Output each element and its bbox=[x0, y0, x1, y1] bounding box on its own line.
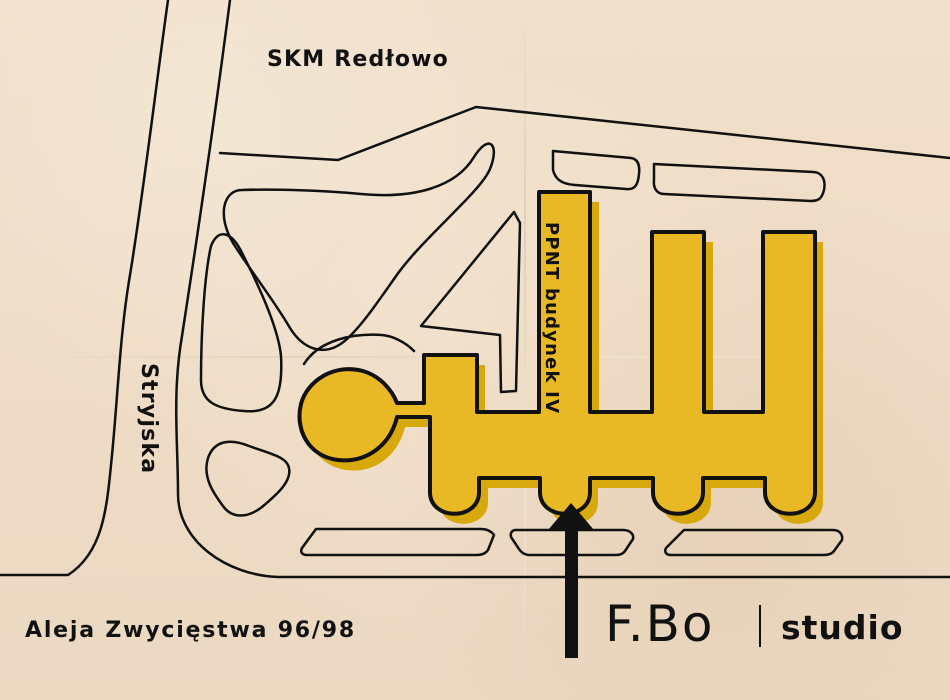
left-main-road-edge bbox=[0, 0, 170, 577]
ppnt-building-iv-shape bbox=[297, 190, 817, 516]
site-outlines bbox=[199, 142, 844, 557]
entrance-arrow-icon bbox=[548, 503, 594, 658]
station-label: SKM Redłowo bbox=[267, 47, 449, 72]
street-label-stryjska: Stryjska bbox=[136, 363, 161, 474]
building-label: PPNT budynek IV bbox=[541, 222, 562, 414]
brand-logo-studio: studio bbox=[781, 608, 904, 647]
bottom-parking-left-outline bbox=[299, 527, 496, 557]
left-service-road-edge bbox=[174, 0, 950, 579]
small-left-plot-outline bbox=[205, 440, 291, 517]
upper-road-edge bbox=[218, 105, 950, 162]
central-diagonal-plot-outline bbox=[419, 210, 522, 394]
address-text: Aleja Zwycięstwa 96/98 bbox=[25, 618, 356, 643]
brand-divider bbox=[759, 605, 761, 647]
roundabout-inner-arc bbox=[302, 333, 416, 366]
bottom-parking-right-outline bbox=[663, 528, 844, 557]
top-parking-large-outline bbox=[652, 162, 826, 203]
brand-logo-fbo: F.Bo bbox=[605, 595, 715, 653]
road-lines bbox=[0, 0, 950, 579]
central-curved-plot-outline bbox=[222, 142, 495, 351]
top-parking-small-outline bbox=[551, 149, 641, 191]
left-curved-plot-outline bbox=[199, 233, 283, 413]
bottom-parking-center-outline bbox=[509, 528, 635, 557]
